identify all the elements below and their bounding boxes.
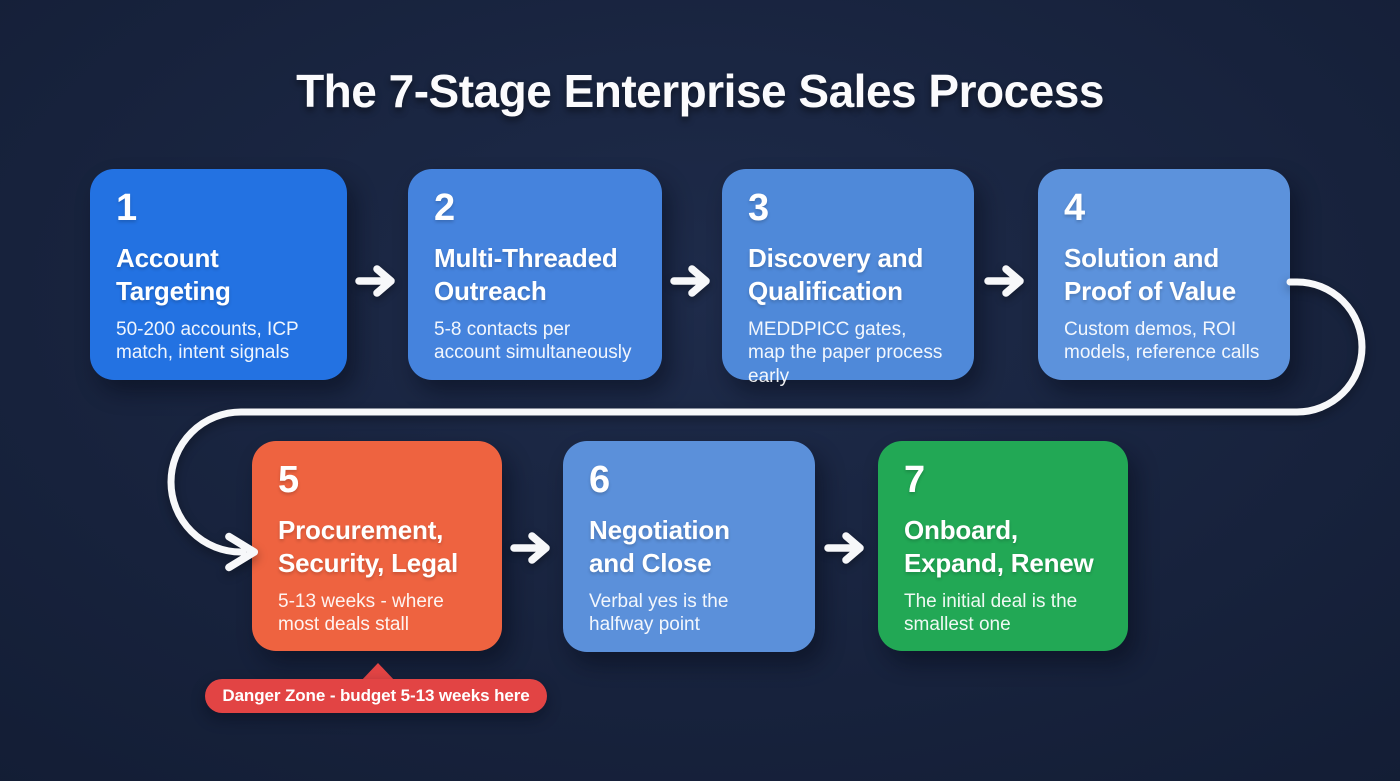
arrow-right-icon [984, 265, 1024, 297]
stage-number: 1 [116, 187, 138, 229]
page-title: The 7-Stage Enterprise Sales Process [296, 65, 1104, 117]
stage-description: Verbal yes is the halfway point [589, 591, 729, 636]
stage-description: 5-13 weeks - where most deals stall [278, 591, 444, 636]
stage-card-1: 1 Account Targeting 50-200 accounts, ICP… [90, 169, 347, 380]
stage-title: Onboard, Expand, Renew [904, 515, 1094, 578]
stage-description: 5-8 contacts per account simultaneously [434, 319, 632, 364]
stage-card-2: 2 Multi-Threaded Outreach 5-8 contacts p… [408, 169, 662, 380]
arrow-right-icon [355, 265, 395, 297]
stage-description: 50-200 accounts, ICP match, intent signa… [116, 319, 299, 364]
stage-description: The initial deal is the smallest one [904, 591, 1078, 636]
stage-number: 7 [904, 459, 926, 501]
danger-zone-label: Danger Zone - budget 5-13 weeks here [222, 686, 530, 705]
danger-zone-badge: Danger Zone - budget 5-13 weeks here [205, 679, 547, 713]
stage-card-4: 4 Solution and Proof of Value Custom dem… [1038, 169, 1290, 380]
stage-title: Discovery and Qualification [748, 243, 924, 306]
stage-title: Account Targeting [116, 243, 231, 306]
stage-description: MEDDPICC gates, map the paper process ea… [748, 319, 943, 387]
stage-number: 3 [748, 187, 770, 229]
stage-title: Multi-Threaded Outreach [434, 243, 618, 306]
stage-number: 6 [589, 459, 611, 501]
arrow-right-icon [510, 532, 550, 564]
arrow-right-icon [670, 265, 710, 297]
stage-number: 4 [1064, 187, 1086, 229]
arrow-right-icon [824, 532, 864, 564]
stage-card-3: 3 Discovery and Qualification MEDDPICC g… [722, 169, 974, 387]
callout-pointer [360, 663, 396, 682]
stage-number: 2 [434, 187, 456, 229]
stage-title: Procurement, Security, Legal [278, 515, 459, 578]
stage-number: 5 [278, 459, 300, 501]
stage-title: Negotiation and Close [589, 515, 730, 578]
stage-title: Solution and Proof of Value [1064, 243, 1237, 306]
stage-description: Custom demos, ROI models, reference call… [1064, 319, 1260, 364]
stage-card-7: 7 Onboard, Expand, Renew The initial dea… [878, 441, 1128, 651]
stage-card-5: 5 Procurement, Security, Legal 5-13 week… [252, 441, 502, 651]
stage-card-6: 6 Negotiation and Close Verbal yes is th… [563, 441, 815, 652]
